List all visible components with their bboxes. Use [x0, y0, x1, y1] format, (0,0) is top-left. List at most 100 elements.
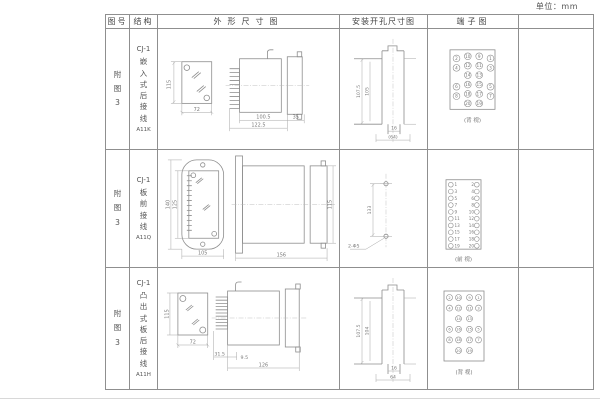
svg-text:4: 4 — [448, 306, 451, 310]
dim-cutout-outer-3: 107.5 — [356, 324, 362, 337]
dim-cutout-inner-1: 105 — [364, 87, 370, 96]
dim-front-width-1: 72 — [194, 107, 200, 113]
wiring-3: 凸出式板后接线 — [139, 291, 148, 368]
svg-text:11: 11 — [477, 63, 483, 68]
mounting-drawing-2: 133 2-Φ5 — [348, 173, 392, 250]
svg-text:19: 19 — [477, 101, 483, 106]
svg-text:17: 17 — [477, 91, 483, 96]
svg-text:2: 2 — [455, 56, 458, 61]
dim-front-outer-height-2: 140 — [165, 200, 171, 209]
svg-text:9: 9 — [478, 54, 481, 59]
header-terminal-label: 端子图 — [456, 17, 490, 26]
header-empty — [519, 15, 593, 29]
header-outline-label: 外形尺寸图 — [213, 17, 284, 26]
outline-drawing-2: 140 125 105 115 156 — [165, 155, 337, 262]
terminal-view-label-1: (背 视) — [464, 116, 481, 124]
svg-text:6: 6 — [471, 196, 474, 201]
svg-text:13: 13 — [455, 223, 461, 228]
terminal-view-label-3: (背 视) — [455, 368, 472, 376]
svg-text:6: 6 — [448, 328, 451, 332]
header-structure-label: 结构 — [133, 17, 154, 26]
svg-text:3: 3 — [477, 306, 479, 310]
header-terminal: 端子图 — [428, 15, 519, 29]
svg-text:9: 9 — [455, 209, 458, 214]
outline-drawing-3: 115 72 31.5 9.5 126 — [164, 281, 308, 371]
svg-text:8: 8 — [471, 203, 474, 208]
svg-text:12: 12 — [456, 306, 461, 310]
svg-text:18: 18 — [456, 338, 461, 342]
svg-text:20: 20 — [469, 243, 475, 248]
svg-text:20: 20 — [465, 101, 471, 106]
svg-text:4: 4 — [455, 65, 458, 70]
svg-text:10: 10 — [465, 54, 471, 59]
svg-text:4: 4 — [471, 189, 474, 194]
header-figure-no: 图号 — [106, 15, 130, 29]
svg-text:19: 19 — [455, 243, 461, 248]
outline-drawing-cell-3: 115 72 31.5 9.5 126 — [158, 268, 340, 389]
svg-text:5: 5 — [477, 328, 479, 332]
svg-text:14: 14 — [456, 317, 461, 321]
svg-text:2: 2 — [471, 182, 474, 187]
svg-text:18: 18 — [465, 91, 471, 96]
model-2: CJ-1 — [136, 176, 151, 184]
svg-text:5: 5 — [455, 196, 458, 201]
dim-hole-spacing-2: 133 — [367, 206, 373, 215]
dim-front-width-3: 72 — [190, 339, 196, 345]
svg-text:15: 15 — [477, 82, 483, 87]
dim-rear-depth-1: 35 — [293, 115, 299, 121]
dim-front-height-1: 115 — [166, 80, 172, 89]
code-1: A11K — [136, 126, 151, 133]
svg-text:20: 20 — [456, 349, 461, 353]
svg-text:12: 12 — [465, 63, 471, 68]
svg-text:14: 14 — [469, 223, 475, 228]
svg-text:19: 19 — [467, 349, 472, 353]
dim-slot-width-3: 16 — [391, 366, 397, 372]
svg-text:1: 1 — [489, 56, 492, 61]
svg-text:13: 13 — [467, 317, 472, 321]
unit-label: 单位：mm — [535, 2, 578, 11]
dim-pin-depth-3: 31.5 — [214, 351, 225, 357]
dim-cutout-inner-3: 104 — [365, 327, 371, 336]
header-outline: 外形尺寸图 — [158, 15, 340, 29]
dim-body-height-2: 115 — [328, 200, 334, 209]
svg-text:1: 1 — [455, 182, 458, 187]
svg-text:17: 17 — [455, 237, 461, 242]
header-structure: 结构 — [130, 15, 158, 29]
dim-front-width-2: 105 — [198, 251, 207, 257]
svg-text:17: 17 — [467, 338, 472, 342]
structure-cell-2: CJ-1 板前接线 A11Q — [130, 150, 158, 268]
svg-text:11: 11 — [467, 306, 472, 310]
dim-holes-label-2: 2-Φ5 — [348, 244, 360, 250]
dim-total-depth-3: 126 — [259, 362, 268, 368]
outline-drawing-1: 115 72 100.5 35 122.5 — [166, 49, 310, 132]
model-3: CJ-1 — [136, 279, 151, 288]
svg-text:10: 10 — [469, 209, 475, 214]
svg-text:16: 16 — [469, 230, 475, 235]
model-1: CJ-1 — [136, 45, 151, 54]
empty-cell-3 — [519, 268, 593, 389]
svg-text:2: 2 — [448, 296, 450, 300]
dim-front-height-3: 115 — [164, 309, 170, 319]
wiring-2: 板前接线 — [139, 188, 148, 231]
structure-cell-1: CJ-1 嵌入式后接线 A11K — [130, 29, 158, 150]
svg-text:16: 16 — [456, 328, 461, 332]
wiring-1: 嵌入式后接线 — [139, 57, 148, 123]
dim-cutout-outer-1: 107.5 — [356, 85, 362, 98]
svg-text:3: 3 — [489, 65, 492, 70]
empty-cell-1 — [519, 29, 593, 150]
svg-text:5: 5 — [489, 84, 492, 89]
empty-cell-2 — [519, 150, 593, 268]
outline-drawing-cell-1: 115 72 100.5 35 122.5 — [158, 29, 340, 150]
mounting-drawing-cell-2: 133 2-Φ5 — [340, 150, 428, 268]
dim-overall-width-3: 64 — [390, 375, 396, 381]
code-3: A11H — [136, 371, 151, 378]
dim-gap-depth-3: 9.5 — [241, 355, 249, 361]
